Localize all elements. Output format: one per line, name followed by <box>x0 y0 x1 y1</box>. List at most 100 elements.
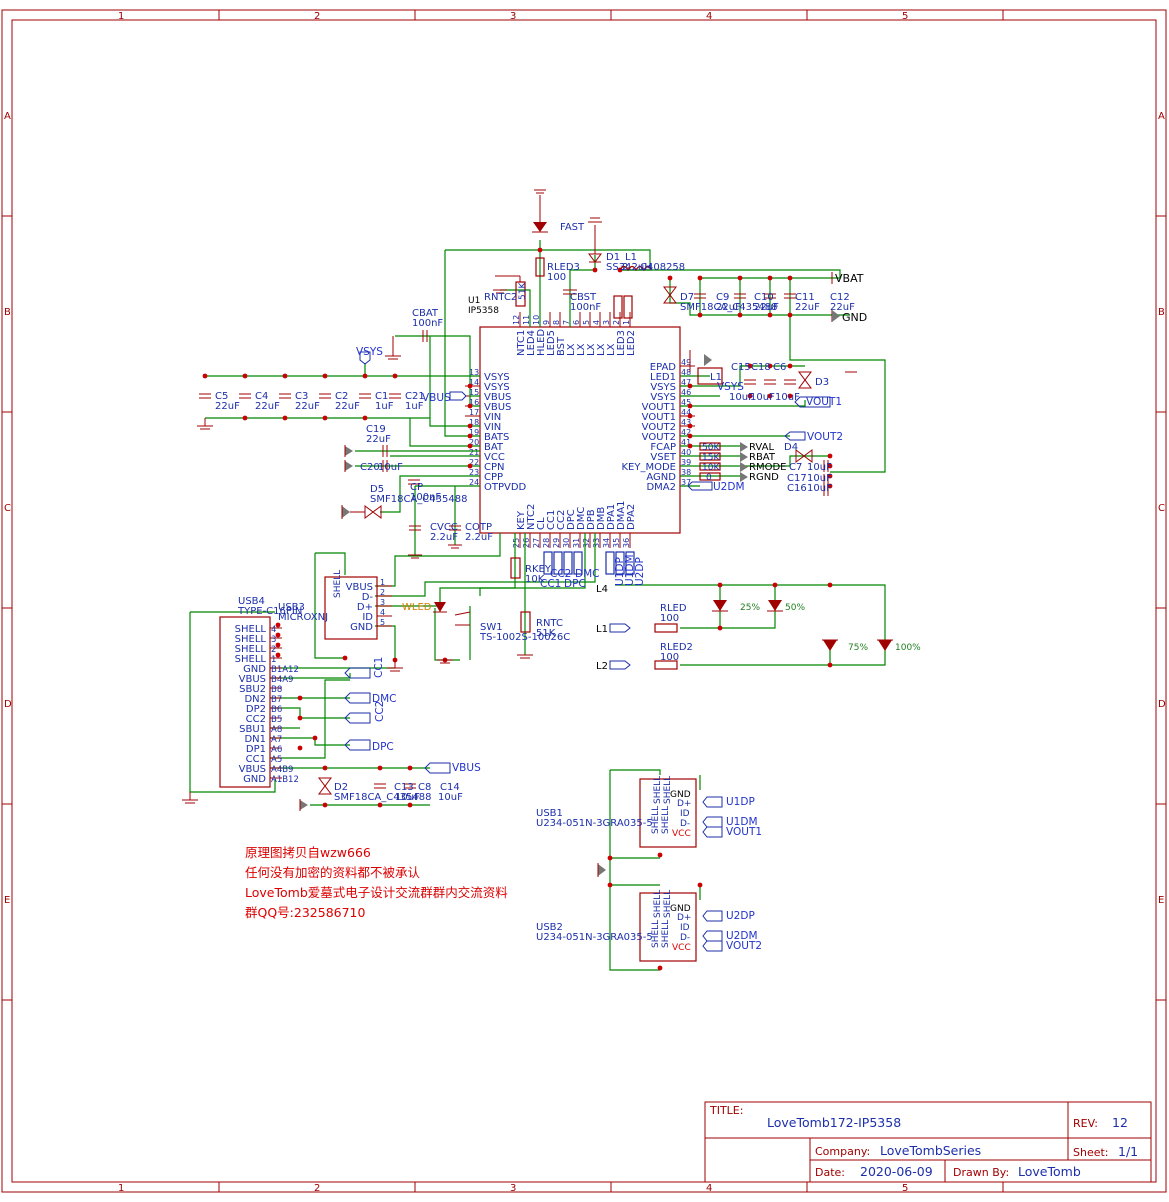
net-gnd: GND <box>831 310 867 324</box>
ic-pin-name: VIN <box>484 412 501 423</box>
usb4-pin-num: B7 <box>271 695 282 705</box>
ic-pin-num: 5 <box>582 320 591 325</box>
c2-ref: C2 <box>335 391 348 402</box>
col-label: 1 <box>118 1183 124 1194</box>
cc2-tag: CC2 <box>550 568 571 580</box>
title-block: TITLE: LoveTomb172-IP5358 REV: 12 Compan… <box>704 1101 1152 1183</box>
led-50-label: 50% <box>785 603 805 613</box>
ic-pin-num: 4 <box>592 320 601 325</box>
l1-ref: L1 <box>625 252 637 263</box>
rled-ref: RLED <box>660 603 687 614</box>
c12-ref: C12 <box>830 292 850 303</box>
net-vout2: VOUT2 <box>784 431 843 443</box>
rbat-label: RBAT <box>749 452 776 463</box>
cp-value: 100nF <box>410 492 441 503</box>
inductor-connectors <box>613 295 633 319</box>
ic-pin-name: LED5 <box>546 330 557 356</box>
d5-ref: D5 <box>370 484 384 495</box>
ic-pin-name: AGND <box>646 472 676 483</box>
led-75-label: 75% <box>848 643 868 653</box>
ic-pin-name: LX <box>596 343 607 356</box>
row-label: A <box>1158 111 1165 122</box>
u1dm-tag: U1DM <box>624 554 636 586</box>
usb4-pin-name: GND <box>243 774 266 785</box>
ic-pin-name: VSYS <box>650 392 676 403</box>
cbat-ref: CBAT <box>412 308 439 319</box>
caps-cp-cvcc-cotp: CP 100nF CVCC 2.2uF COTP 2.2uF <box>408 479 493 559</box>
c18-ref: C18 <box>751 362 771 373</box>
usb4-pin-name: DP1 <box>246 744 266 755</box>
row-label: D <box>1158 699 1166 710</box>
usb2-shell-b: SHELL <box>663 890 673 918</box>
ic-pin-num: 22 <box>469 458 479 467</box>
ic-pin-num: 40 <box>681 448 691 457</box>
rev-value: 12 <box>1112 1115 1128 1130</box>
c17-value: 10uF <box>807 473 832 484</box>
note-line: 任何没有加密的资料都不被承认 <box>245 865 421 880</box>
usb4-pin-num: 1 <box>271 655 276 665</box>
ic-pin-num: 44 <box>681 408 691 417</box>
usb1-connector: USB1 U234-051N-3GRA035-5 SHELL SHELL SHE… <box>536 776 762 848</box>
usb3-pin-num: 1 <box>380 578 385 587</box>
ic-pin-num: 11 <box>522 315 531 325</box>
cvcc-value: 2.2uF <box>430 532 458 543</box>
tvs-d5: D5 SMF18CA_C435488 <box>341 484 467 519</box>
ic-pin-name: DPC <box>566 509 577 530</box>
l1-part: 2.2uH <box>622 262 652 273</box>
sheet-label: Sheet: <box>1073 1146 1109 1159</box>
ic-pin-num: 46 <box>681 388 691 397</box>
d5-part: SMF18CA_C435488 <box>370 494 467 505</box>
ic-pin-name: LX <box>606 343 617 356</box>
c5-value: 22uF <box>215 401 240 412</box>
inductor-l1: L1 2.2uH C408258 <box>619 252 685 273</box>
usb3-ref: USB3 <box>278 602 305 613</box>
usb2-vcc-pin: VCC <box>672 943 691 953</box>
rled3-value: 100 <box>547 272 566 283</box>
ic-pin-name: BAT <box>484 442 504 453</box>
usb4-pin-name: SBU1 <box>239 724 266 735</box>
c5-ref: C5 <box>215 391 228 402</box>
usb3-pin-name: VBUS <box>346 582 373 593</box>
rmode-label: RMODE <box>749 462 786 473</box>
tvs-d2-caps: D2 SMF18CA_C435488 C13 C8 C14 10uF 10uF … <box>299 762 481 811</box>
c6-value: 10uF <box>775 392 800 403</box>
d2-ref: D2 <box>334 782 348 793</box>
usb3-pin-name: ID <box>362 612 373 623</box>
usb4-pin-name: SHELL <box>235 634 267 645</box>
c1-ref: C1 <box>375 391 388 402</box>
usb1-shell-c: SHELL <box>651 806 661 834</box>
rntc2-value: 51K <box>518 282 528 300</box>
c12-value: 22uF <box>830 302 855 313</box>
rkey-value: 10K <box>525 574 545 585</box>
c11-value: 22uF <box>795 302 820 313</box>
usb2-vout2: VOUT2 <box>726 940 762 952</box>
u1-part: IP5358 <box>468 306 499 316</box>
usb4-pin-name: VBUS <box>239 764 266 775</box>
rled2-ref: RLED2 <box>660 642 693 653</box>
cap-cbst: CBST 100nF <box>563 289 601 313</box>
ic-pin-num: 36 <box>622 538 631 548</box>
usb1-vout1: VOUT1 <box>726 826 762 838</box>
ic-pin-num: 39 <box>681 458 691 467</box>
col-label: 5 <box>902 11 908 22</box>
col-label: 5 <box>902 1183 908 1194</box>
usb4-pin-name: VBUS <box>239 674 266 685</box>
tvs-d7: D7 SMF18CA_C435488 <box>663 286 777 313</box>
caps-c19-c20: C19 22uF C20 10uF <box>344 424 403 473</box>
ic-pin-name: NTC1 <box>516 330 527 356</box>
row-label: C <box>4 503 11 514</box>
ic-pin-num: 12 <box>512 315 521 325</box>
c20-value: 10uF <box>378 462 403 473</box>
ic-pin-name: LED3 <box>616 330 627 356</box>
rkey-ref: RKEY <box>525 564 552 575</box>
usb1-dminus-pin: D- <box>680 819 690 829</box>
right-output-caps: L1 C15 C18 C6 10uF 10uF 10uF VSYS <box>689 350 800 403</box>
usb2-connector: USB2 U234-051N-3GRA035-5 SHELL SHELL SHE… <box>536 890 762 962</box>
ic-pin-name: VOUT1 <box>642 412 676 423</box>
ic-pin-num: 18 <box>469 418 479 427</box>
ic-pin-name: OTPVDD <box>484 482 527 493</box>
vout2-label: VOUT2 <box>807 431 843 443</box>
resistor-rntc2: RNTC2 51K <box>484 275 528 307</box>
